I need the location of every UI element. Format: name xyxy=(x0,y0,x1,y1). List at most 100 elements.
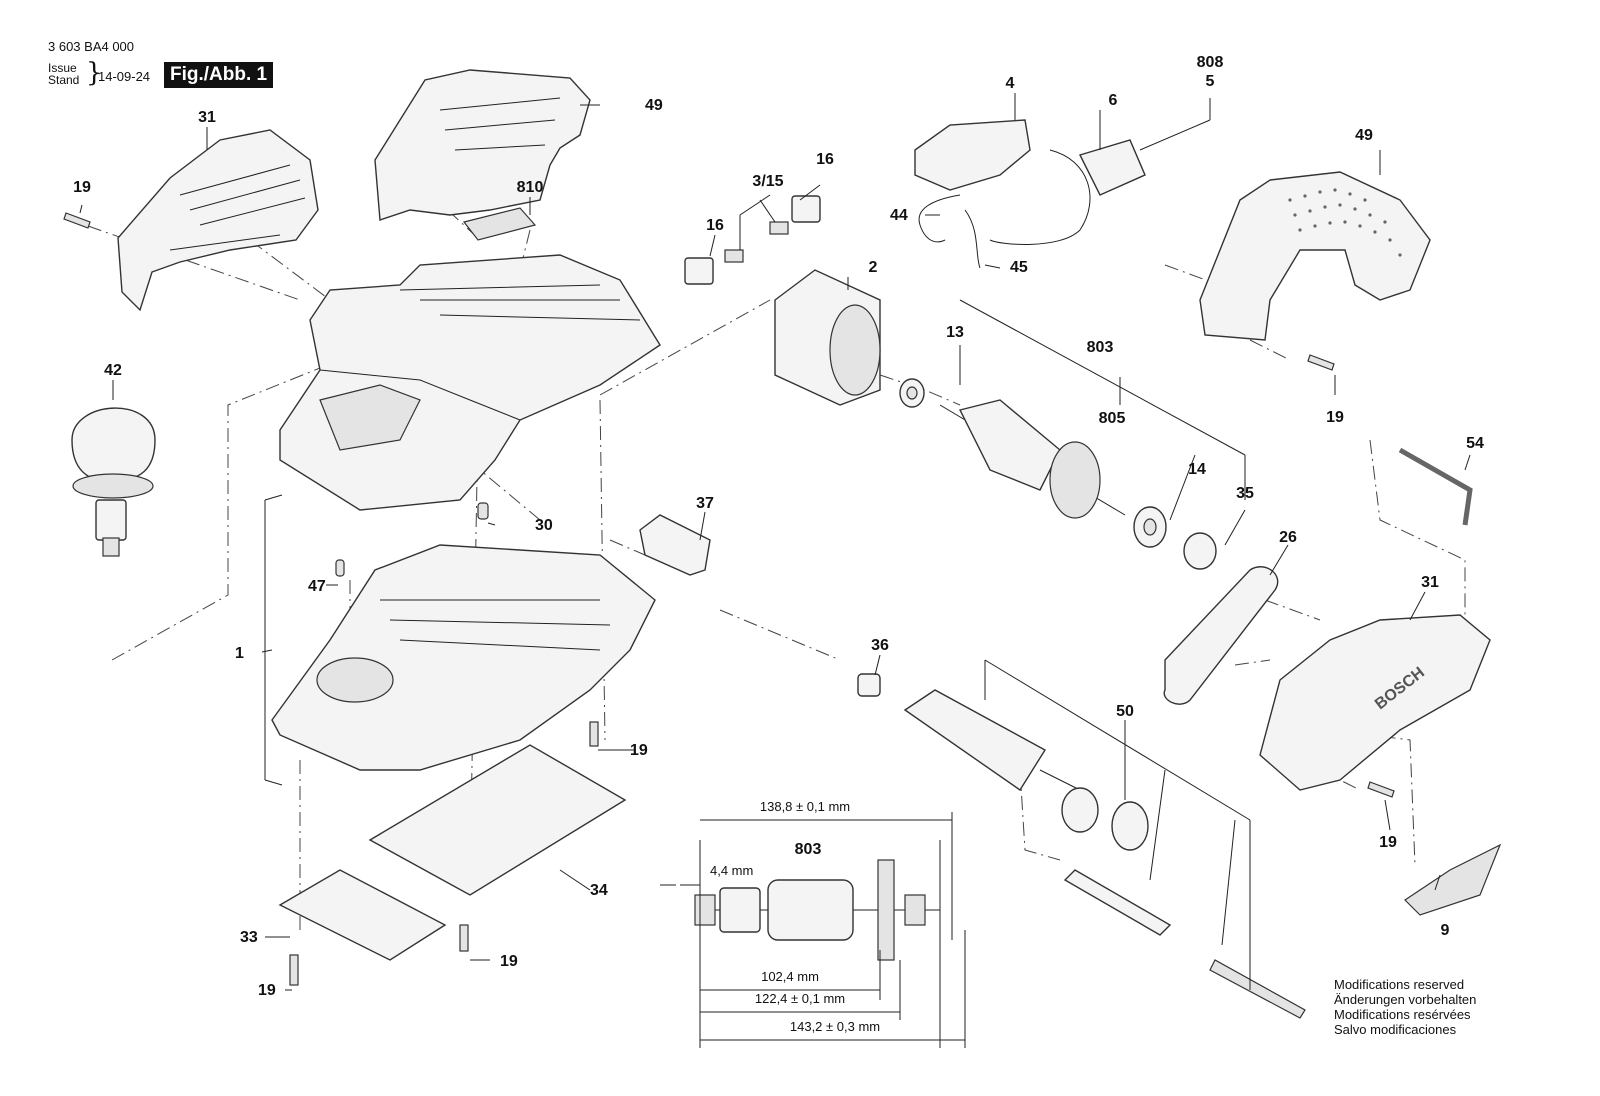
part-16-brush-holder-a xyxy=(684,257,714,285)
modifications-fr: Modifications resérvées xyxy=(1334,1007,1471,1022)
part-315-armature xyxy=(939,399,1126,519)
part-810-brush-set xyxy=(724,221,789,263)
dimension-labels: 138,8 ± 0,1 mm 4,4 mm 102,4 mm 122,4 ± 0… xyxy=(710,799,880,1034)
part-14-bearing xyxy=(1133,506,1167,548)
part-36-clip xyxy=(639,514,711,576)
part-808-label xyxy=(462,207,537,241)
dimension-lines xyxy=(660,812,966,1048)
part-50-cutter-drum xyxy=(903,689,1149,851)
label-2: 2 xyxy=(869,259,878,276)
label-33: 33 xyxy=(240,929,258,946)
part-housing-lower xyxy=(271,544,656,771)
label-19b: 19 xyxy=(630,742,648,759)
part-4-switch xyxy=(914,119,1031,191)
label-6: 6 xyxy=(1109,92,1118,109)
label-19e: 19 xyxy=(1326,409,1344,426)
dimension-4-4: 4,4 mm xyxy=(710,863,753,878)
label-803a: 803 xyxy=(1087,339,1114,356)
label-35: 36 xyxy=(871,637,889,654)
part-34-sole-plate xyxy=(368,744,627,896)
issue-label-en: Issue xyxy=(48,61,77,75)
part-50-rod xyxy=(1209,959,1306,1019)
label-4: 4 xyxy=(1006,75,1015,92)
label-47: 47 xyxy=(308,578,326,595)
label-13: 13 xyxy=(946,324,964,341)
dimension-143-2: 143,2 ± 0,3 mm xyxy=(790,1019,880,1034)
dimension-102-4: 102,4 mm xyxy=(761,969,819,984)
brace-glyph: } xyxy=(86,58,103,88)
label-5: 5 xyxy=(1206,73,1215,90)
label-803b: 803 xyxy=(795,841,822,858)
issue-date: 14-09-24 xyxy=(98,69,151,84)
label-54: 54 xyxy=(1466,435,1484,452)
part-labels: 31 19 42 49 810 30 37 47 1 19 34 33 19 1… xyxy=(73,54,1484,999)
part-30-belt-cover: BOSCH xyxy=(1259,614,1491,791)
modifications-notice: Modifications reserved Änderungen vorbeh… xyxy=(1334,977,1476,1037)
part-50-blade xyxy=(1063,869,1172,936)
label-30: 31 xyxy=(1421,574,1439,591)
part-33-plate xyxy=(278,869,447,961)
document-number: 3 603 BA4 000 xyxy=(48,39,135,54)
modifications-en: Modifications reserved xyxy=(1334,977,1465,992)
part-13-bearing xyxy=(899,378,925,408)
part-housing-upper xyxy=(279,254,661,511)
part-35-bearing xyxy=(857,673,881,697)
label-19d: 19 xyxy=(258,982,276,999)
figure-title: Fig./Abb. 1 xyxy=(164,62,274,88)
modifications-de: Änderungen vorbehalten xyxy=(1334,992,1477,1007)
modifications-es: Salvo modificaciones xyxy=(1334,1022,1457,1037)
part-5-cable xyxy=(989,119,1211,245)
part-47-pin xyxy=(335,559,345,577)
part-16-brush-holder-b xyxy=(791,195,821,223)
label-810: 3/15 xyxy=(752,173,783,190)
part-19-screw-a xyxy=(63,212,91,229)
part-44-wire xyxy=(918,194,961,243)
part-26-pin xyxy=(477,502,489,520)
part-25-drive-belt xyxy=(1163,566,1279,705)
armature-detail-drawing xyxy=(694,859,940,961)
label-808: 810 xyxy=(517,179,544,196)
label-26: 30 xyxy=(535,517,553,534)
label-50: 50 xyxy=(1116,703,1134,720)
label-315: 805 xyxy=(1099,410,1126,427)
label-19a: 19 xyxy=(73,179,91,196)
part-31-cover xyxy=(117,129,319,312)
label-45: 45 xyxy=(1010,259,1028,276)
issue-label-de: Stand xyxy=(48,73,80,87)
label-1: 1 xyxy=(235,645,244,662)
part-49-handle-half xyxy=(374,69,591,221)
dimension-122-4: 122,4 ± 0,1 mm xyxy=(755,991,845,1006)
part-54-hex-key xyxy=(1398,447,1473,526)
issue-label: Issue Stand xyxy=(48,62,79,86)
part-19-screw-f xyxy=(1367,781,1395,798)
part-37-knob xyxy=(71,407,156,557)
label-19c: 19 xyxy=(500,953,518,970)
label-34: 34 xyxy=(590,882,608,899)
part-42-pulley xyxy=(1183,532,1217,570)
label-49a: 49 xyxy=(645,97,663,114)
label-36: 37 xyxy=(696,495,714,512)
part-19-screw-d xyxy=(289,954,299,986)
label-14: 14 xyxy=(1188,461,1206,478)
label-25: 26 xyxy=(1279,529,1297,546)
label-805: 808 xyxy=(1197,54,1224,71)
part-2-stator xyxy=(774,269,881,406)
part-19-screw-c xyxy=(459,924,469,952)
part-49-handle-grip xyxy=(1199,171,1431,341)
label-16a: 16 xyxy=(706,217,724,234)
label-16b: 16 xyxy=(816,151,834,168)
dimension-138-8: 138,8 ± 0,1 mm xyxy=(760,799,850,814)
label-37: 42 xyxy=(104,362,122,379)
part-19-screw-b xyxy=(589,721,599,747)
label-31: 31 xyxy=(198,109,216,126)
part-19-screw-e xyxy=(1307,354,1335,371)
label-19f: 19 xyxy=(1379,834,1397,851)
leader-lines xyxy=(79,93,1471,991)
label-44: 44 xyxy=(890,207,908,224)
part-9-label xyxy=(1404,843,1502,916)
part-6-cable-guard xyxy=(1079,139,1146,196)
part-45-wire xyxy=(964,209,981,269)
label-49b: 49 xyxy=(1355,127,1373,144)
label-9: 9 xyxy=(1441,922,1450,939)
